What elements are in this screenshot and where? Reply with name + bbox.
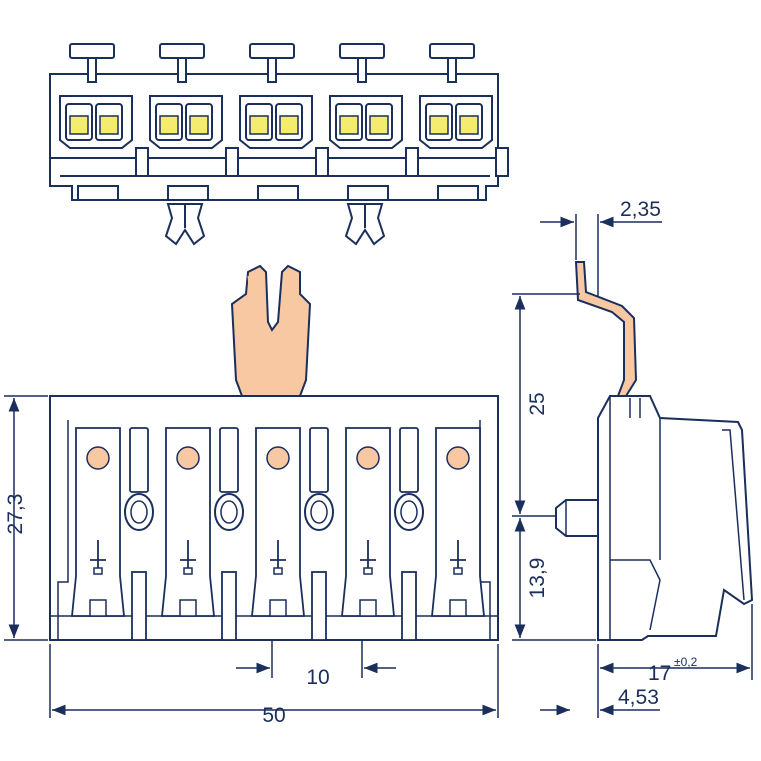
dim-label-depth-tolerance: ±0,2 xyxy=(674,655,698,669)
top-pole xyxy=(419,43,509,201)
dim-label-pitch: 10 xyxy=(306,666,329,689)
top-pole xyxy=(239,43,329,201)
dim-label-depth: 17 xyxy=(648,662,671,685)
dim-label-width-total: 50 xyxy=(262,704,285,727)
top-pole xyxy=(329,43,419,201)
front-pole xyxy=(251,427,334,641)
top-pole xyxy=(59,43,149,201)
contact-dot xyxy=(176,446,200,470)
front-pole xyxy=(431,427,485,617)
dim-label-pin-height: 25 xyxy=(526,392,549,415)
dim-label-height-front: 27,3 xyxy=(4,494,27,535)
contact-dot xyxy=(356,446,380,470)
front-view xyxy=(49,264,499,641)
mounting-clip-left xyxy=(164,203,206,246)
front-pole xyxy=(71,427,154,641)
side-solder-pin xyxy=(574,261,638,397)
top-view xyxy=(49,43,509,246)
side-peg xyxy=(555,499,599,537)
dimension-lines xyxy=(4,214,753,718)
side-view xyxy=(555,261,754,641)
contact-dot xyxy=(86,446,110,470)
front-pole xyxy=(161,427,244,641)
top-pole xyxy=(149,43,239,201)
mounting-clip-right xyxy=(344,203,386,246)
dim-label-depth-offset: 4,53 xyxy=(618,686,659,709)
contact-dot xyxy=(446,446,470,470)
contact-dot xyxy=(266,446,290,470)
dim-label-base-to-pin: 13,9 xyxy=(526,558,549,599)
solder-pin xyxy=(230,264,312,397)
dim-label-pin-thickness: 2,35 xyxy=(620,198,661,221)
front-pole xyxy=(341,427,424,641)
